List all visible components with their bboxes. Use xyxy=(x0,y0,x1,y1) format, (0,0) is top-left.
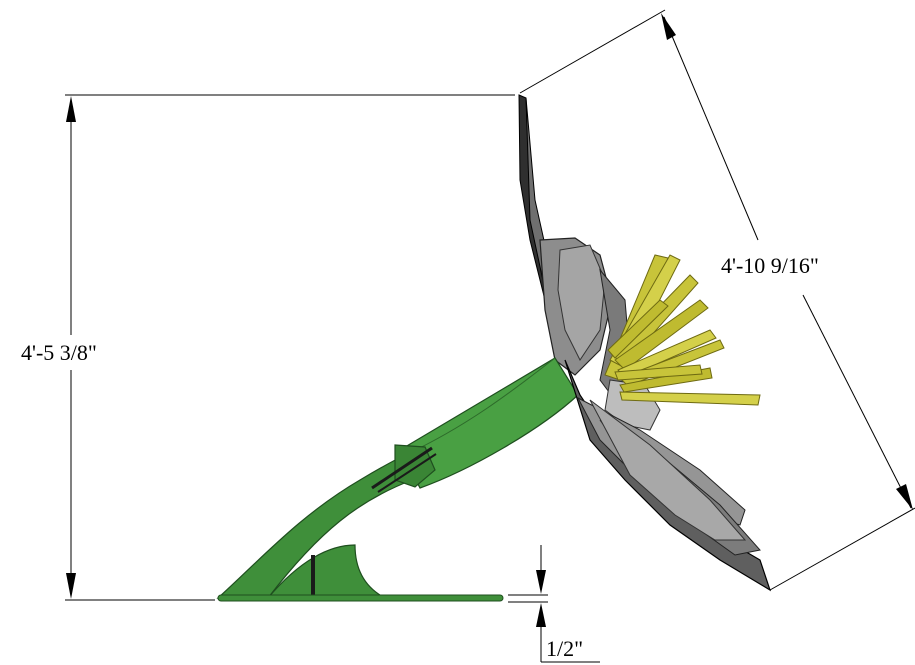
diagonal-arrow-top xyxy=(661,13,676,40)
flower-sculpture-model xyxy=(216,94,772,602)
stamens xyxy=(604,254,761,406)
height-arrow-bottom xyxy=(66,573,76,599)
diagonal-label: 4'-10 9/16" xyxy=(721,253,819,278)
front-petals xyxy=(564,359,772,592)
height-dimension: 4'-5 3/8" xyxy=(21,94,515,601)
thickness-arrow-bottom xyxy=(536,603,546,627)
diagonal-arrow-bottom xyxy=(896,484,913,510)
thickness-arrow-top xyxy=(536,570,546,594)
height-arrow-top xyxy=(66,96,76,122)
thickness-label: 1/2" xyxy=(546,636,583,661)
height-label: 4'-5 3/8" xyxy=(21,340,97,365)
thickness-dimension: 1/2" xyxy=(508,545,600,663)
diagonal-dimension: 4'-10 9/16" xyxy=(519,9,915,591)
stem xyxy=(216,357,579,602)
